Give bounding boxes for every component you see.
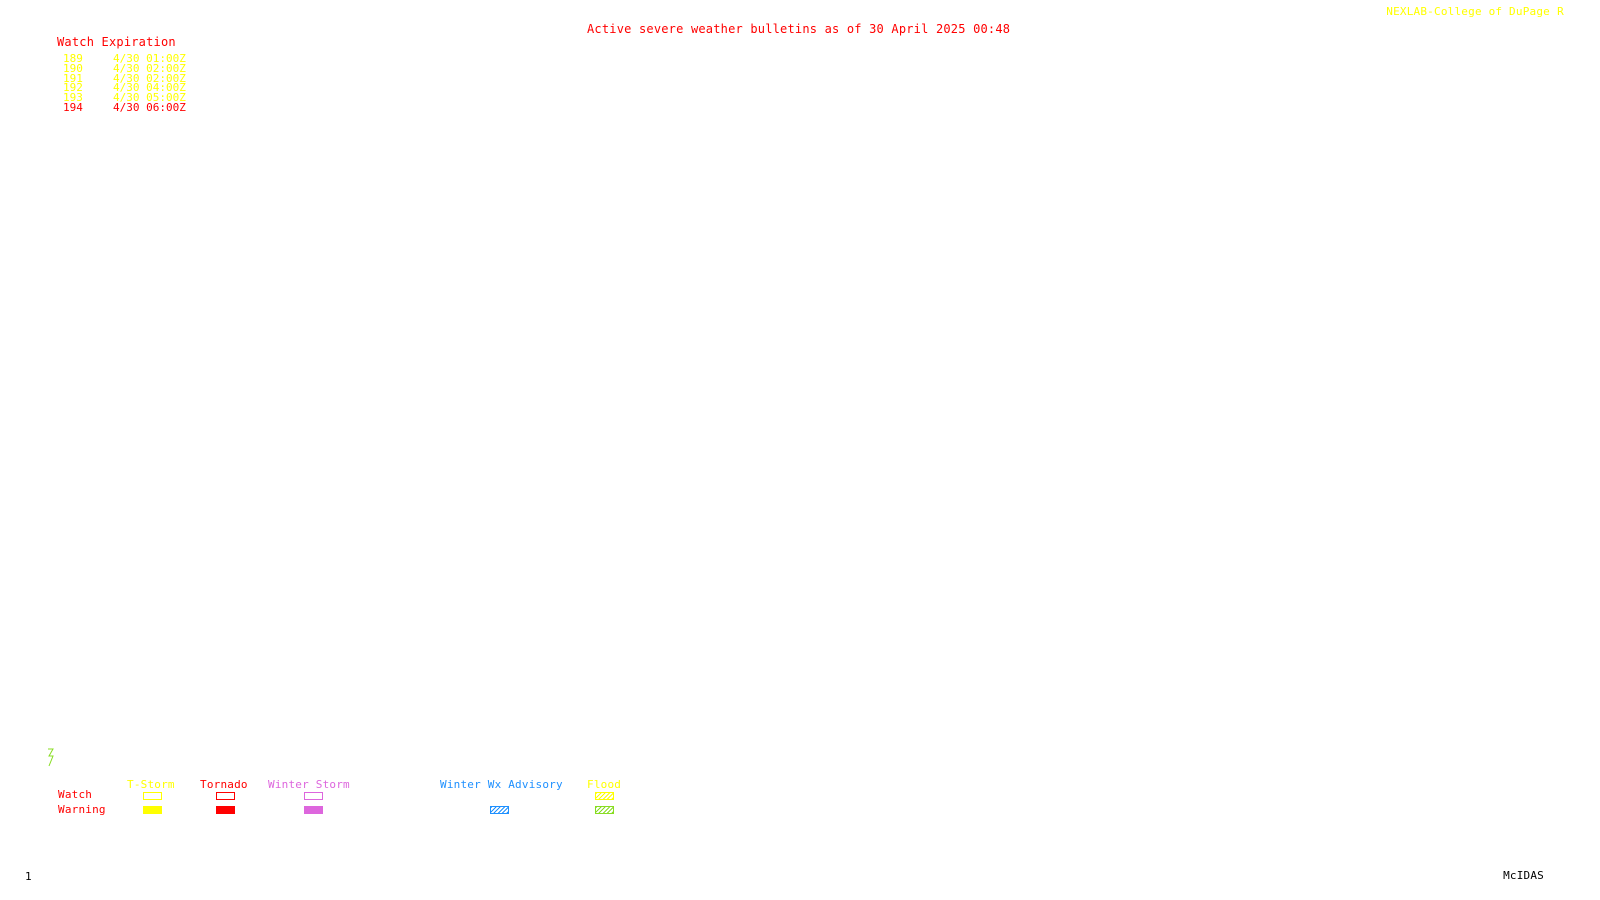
flood-mark-icon [48,748,54,767]
bulletin-title: Active severe weather bulletins as of 30… [587,22,1011,36]
watch-row-191: 191 4/30 02:00Z [63,71,186,85]
tornado-warning-swatch [216,806,235,814]
tstorm-watch-swatch [143,792,162,800]
watch-number: 192 [63,81,83,95]
credit-mark: R [1557,5,1564,18]
watch-row-194: 194 4/30 06:00Z [63,100,186,114]
watch-row-189: 189 4/30 01:00Z [63,52,186,65]
credit-label: NEXLAB-College of DuPage [1386,5,1550,18]
watch-expiration: 4/30 06:00Z [113,100,186,114]
watch-table: 189 4/30 01:00Z 190 4/30 02:00Z 191 4/30… [63,52,186,114]
tornado-watch-swatch [216,792,235,800]
watch-expiration: 4/30 05:00Z [113,91,186,105]
watch-number: 193 [63,91,83,105]
watch-expiration: 4/30 04:00Z [113,81,186,95]
winter-storm-watch-swatch [304,792,323,800]
watch-expiration: 4/30 02:00Z [113,61,186,75]
legend-flood-label: Flood [587,778,622,791]
watch-number: 194 [63,100,83,114]
legend-tornado-label: Tornado [200,778,248,791]
legend-row-warning: Warning [58,803,106,816]
watch-row-192: 192 4/30 04:00Z [63,81,186,95]
legend-winter-wx-advisory-label: Winter Wx Advisory [440,778,563,791]
watch-number: 190 [63,61,83,75]
watch-table-heading: Watch Expiration [57,35,176,49]
tstorm-warning-swatch [143,806,162,814]
legend-row-watch: Watch [58,788,93,801]
watch-row-190: 190 4/30 02:00Z [63,61,186,75]
winter-wx-advisory-swatch [490,806,509,814]
watch-number: 189 [63,52,83,65]
watch-expiration: 4/30 01:00Z [113,52,186,65]
frame-number: 1 [25,870,32,883]
software-label: McIDAS [1503,869,1544,882]
legend-winter-storm-label: Winter Storm [268,778,350,791]
watch-number: 191 [63,71,83,85]
legend-tstorm-label: T-Storm [127,778,175,791]
flood-watch-swatch [595,792,614,800]
watch-row-193: 193 4/30 05:00Z [63,91,186,105]
winter-storm-warning-swatch [304,806,323,814]
flood-warning-swatch [595,806,614,814]
watch-expiration: 4/30 02:00Z [113,71,186,85]
